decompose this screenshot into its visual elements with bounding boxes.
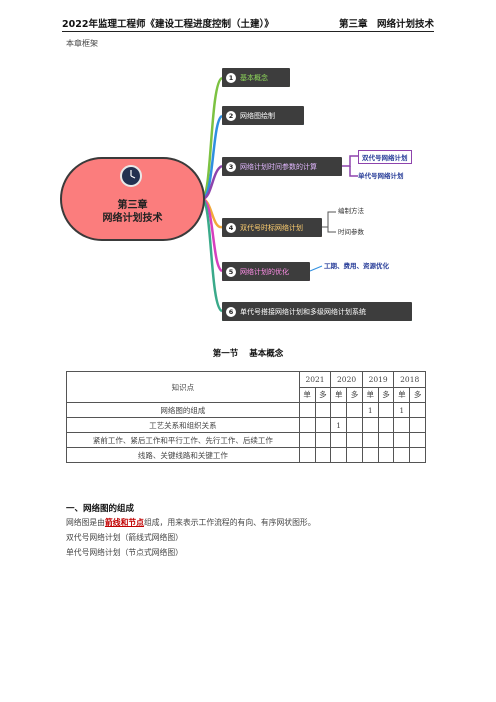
count-cell — [377, 432, 395, 448]
header-chapter-title: 第三章 网络计划技术 — [338, 19, 434, 30]
count-cell — [377, 417, 395, 433]
count-cell — [298, 417, 316, 433]
subsection-heading: 一、网络图的组成 — [66, 504, 135, 514]
branch-number-badge: 2 — [226, 110, 236, 121]
count-cell — [330, 432, 348, 448]
count-cell — [298, 432, 316, 448]
branch-label: 网络计划的优化 — [240, 267, 289, 276]
table-header-year: 2018 — [393, 371, 426, 388]
clock-icon — [120, 165, 142, 187]
table-subheader: 多 — [346, 386, 363, 403]
mind-map-branch-1: 1 基本概念 — [222, 68, 290, 87]
knowledge-point: 线路、关键线路和关键工作 — [66, 447, 300, 463]
knowledge-point: 紧前工作、紧后工作和平行工作、先行工作、后续工作 — [66, 432, 300, 448]
table-header-knowledge: 知识点 — [66, 371, 300, 403]
count-cell — [361, 417, 379, 433]
table-row: 紧前工作、紧后工作和平行工作、先行工作、后续工作 — [66, 432, 426, 448]
table-subheader: 单 — [361, 386, 379, 403]
center-chapter-name: 网络计划技术 — [102, 213, 163, 224]
single-code-line: 单代号网络计划（节点式网络图） — [66, 548, 183, 557]
branch-label: 网络计划时间参数的计算 — [240, 162, 317, 171]
count-cell — [346, 432, 363, 448]
table-header-year: 2020 — [330, 371, 363, 388]
exam-frequency-table: 知识点 2021 2020 2019 2018 单 多 单 多 单 多 单 多 … — [66, 371, 426, 463]
count-cell — [314, 417, 332, 433]
center-chapter-number: 第三章 — [117, 200, 148, 211]
count-cell — [409, 417, 426, 433]
branch-label: 网络图绘制 — [240, 111, 275, 120]
branch-label: 单代号搭接网络计划和多级网络计划系统 — [240, 307, 366, 316]
branch-number-badge: 3 — [226, 161, 236, 172]
knowledge-point: 工艺关系和组织关系 — [66, 417, 300, 433]
table-row: 工艺关系和组织关系 1 — [66, 417, 426, 433]
sub-item-time-params: 时间参数 — [338, 228, 364, 236]
count-cell: 1 — [330, 417, 348, 433]
chapter-mind-map: 第三章 网络计划技术 1 基本概念 2 网络图绘制 3 网络计划时间参数的计算 … — [60, 62, 432, 330]
mind-map-branch-6: 6 单代号搭接网络计划和多级网络计划系统 — [222, 302, 412, 321]
count-cell: 1 — [393, 402, 411, 418]
count-cell — [393, 447, 411, 463]
count-cell — [346, 447, 363, 463]
count-cell — [361, 447, 379, 463]
table-subheader: 单 — [298, 386, 316, 403]
table-subheader: 单 — [393, 386, 411, 403]
mind-map-branch-4: 4 双代号时标网络计划 — [222, 218, 322, 237]
sub-item-single-code: 单代号网络计划 — [358, 172, 404, 180]
sub-item-optimization: 工期、费用、资源优化 — [324, 262, 389, 270]
knowledge-point: 网络图的组成 — [66, 402, 300, 418]
count-cell — [314, 402, 332, 418]
table-subheader: 多 — [314, 386, 332, 403]
branch-number-badge: 4 — [226, 222, 236, 233]
table-subheader: 多 — [377, 386, 395, 403]
section-heading: 第一节 基本概念 — [0, 347, 496, 359]
count-cell — [314, 447, 332, 463]
page-header: 2022年监理工程师《建设工程进度控制（土建）》 第三章 网络计划技术 — [62, 14, 434, 30]
count-cell — [377, 447, 395, 463]
branch-number-badge: 5 — [226, 266, 236, 277]
count-cell — [330, 402, 348, 418]
count-cell — [393, 417, 411, 433]
count-cell — [409, 432, 426, 448]
count-cell — [298, 447, 316, 463]
header-divider — [62, 31, 434, 32]
count-cell — [409, 402, 426, 418]
branch-number-badge: 6 — [226, 306, 236, 317]
mind-map-center-node: 第三章 网络计划技术 — [60, 157, 205, 241]
table-subheader: 多 — [409, 386, 426, 403]
count-cell — [393, 432, 411, 448]
paragraph-lead: 网络图是由 — [66, 518, 105, 527]
count-cell — [314, 432, 332, 448]
header-book-title: 2022年监理工程师《建设工程进度控制（土建）》 — [62, 19, 274, 30]
count-cell — [361, 432, 379, 448]
count-cell — [409, 447, 426, 463]
branch-number-badge: 1 — [226, 72, 236, 83]
paragraph-tail: 组成，用来表示工作流程的有向、有序网状图形。 — [143, 518, 316, 527]
highlighted-term: 箭线和节点 — [104, 518, 144, 527]
count-cell — [377, 402, 395, 418]
table-row: 网络图的组成 1 1 — [66, 402, 426, 418]
table-header-year: 2021 — [298, 371, 332, 388]
table-header-year: 2019 — [361, 371, 395, 388]
table-subheader: 单 — [330, 386, 348, 403]
chapter-framework-label: 本章框架 — [66, 39, 98, 48]
sub-item-method: 编制方法 — [338, 207, 364, 215]
definition-paragraph: 网络图是由箭线和节点组成，用来表示工作流程的有向、有序网状图形。 — [66, 517, 316, 528]
count-cell — [330, 447, 348, 463]
count-cell — [346, 402, 363, 418]
double-code-line: 双代号网络计划（箭线式网络图） — [66, 533, 183, 542]
table-row: 线路、关键线路和关键工作 — [66, 447, 426, 463]
mind-map-branch-2: 2 网络图绘制 — [222, 106, 304, 125]
count-cell — [298, 402, 316, 418]
sub-item-double-code: 双代号网络计划 — [358, 150, 412, 164]
mind-map-branch-3: 3 网络计划时间参数的计算 — [222, 157, 342, 176]
branch-label: 基本概念 — [240, 73, 268, 82]
branch-label: 双代号时标网络计划 — [240, 223, 303, 232]
section-number: 第一节 — [212, 349, 239, 359]
section-name: 基本概念 — [249, 349, 284, 359]
count-cell: 1 — [361, 402, 379, 418]
mind-map-branch-5: 5 网络计划的优化 — [222, 262, 310, 281]
count-cell — [346, 417, 363, 433]
